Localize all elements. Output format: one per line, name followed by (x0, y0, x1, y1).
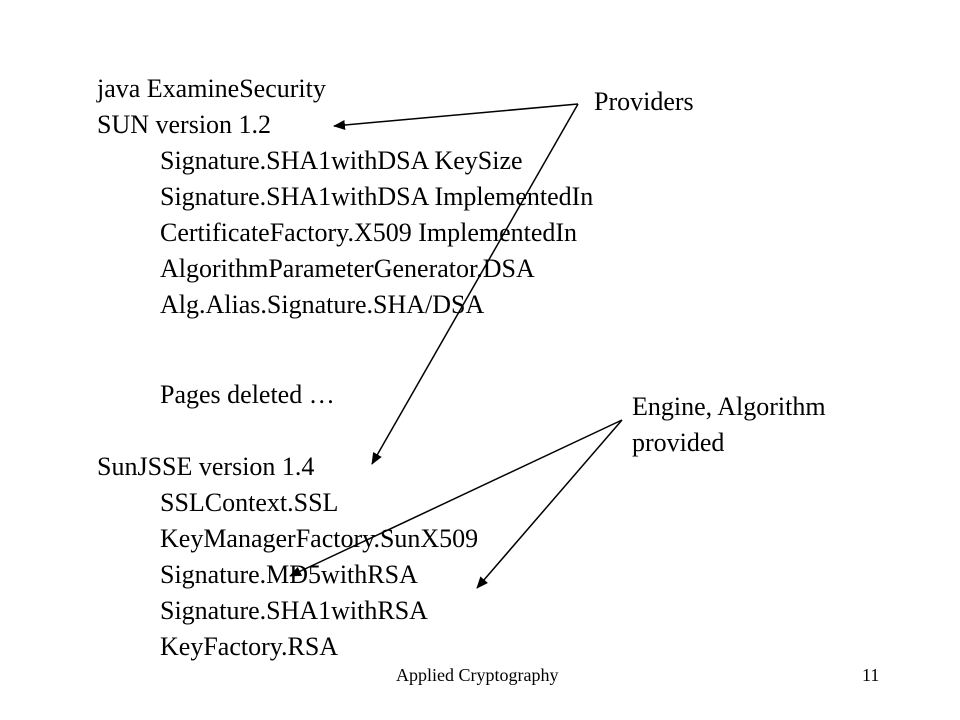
line-sunjsse-entry: KeyFactory.RSA (160, 632, 339, 661)
line-sunjsse-entry: Signature.MD5withRSA (160, 560, 418, 589)
line-sun-entry: Signature.SHA1withDSA ImplementedIn (160, 182, 594, 211)
callout-engine-line1: Engine, Algorithm (632, 392, 826, 421)
line-sun-entry: Signature.SHA1withDSA KeySize (160, 146, 523, 175)
arrow-providers-to-sun (333, 103, 579, 130)
line-sun-entry: AlgorithmParameterGenerator.DSA (160, 254, 535, 283)
line-sun-entry: Alg.Alias.Signature.SHA/DSA (160, 290, 485, 319)
line-sun-entry: CertificateFactory.X509 ImplementedIn (160, 218, 578, 247)
footer-page-number: 11 (862, 665, 880, 685)
line-sunjsse-entry: SSLContext.SSL (160, 488, 339, 517)
line-sun-provider: SUN version 1.2 (97, 110, 272, 139)
line-sunjsse-provider: SunJSSE version 1.4 (97, 452, 315, 481)
line-command: java ExamineSecurity (97, 74, 326, 103)
arrow-engine-to-md5rsa (476, 419, 623, 589)
footer-title: Applied Cryptography (396, 665, 559, 685)
callout-providers: Providers (594, 87, 694, 116)
line-sunjsse-entry: Signature.SHA1withRSA (160, 596, 428, 625)
callout-engine-line2: provided (632, 428, 725, 457)
line-pages-deleted: Pages deleted … (160, 380, 335, 409)
line-sunjsse-entry: KeyManagerFactory.SunX509 (160, 524, 479, 553)
